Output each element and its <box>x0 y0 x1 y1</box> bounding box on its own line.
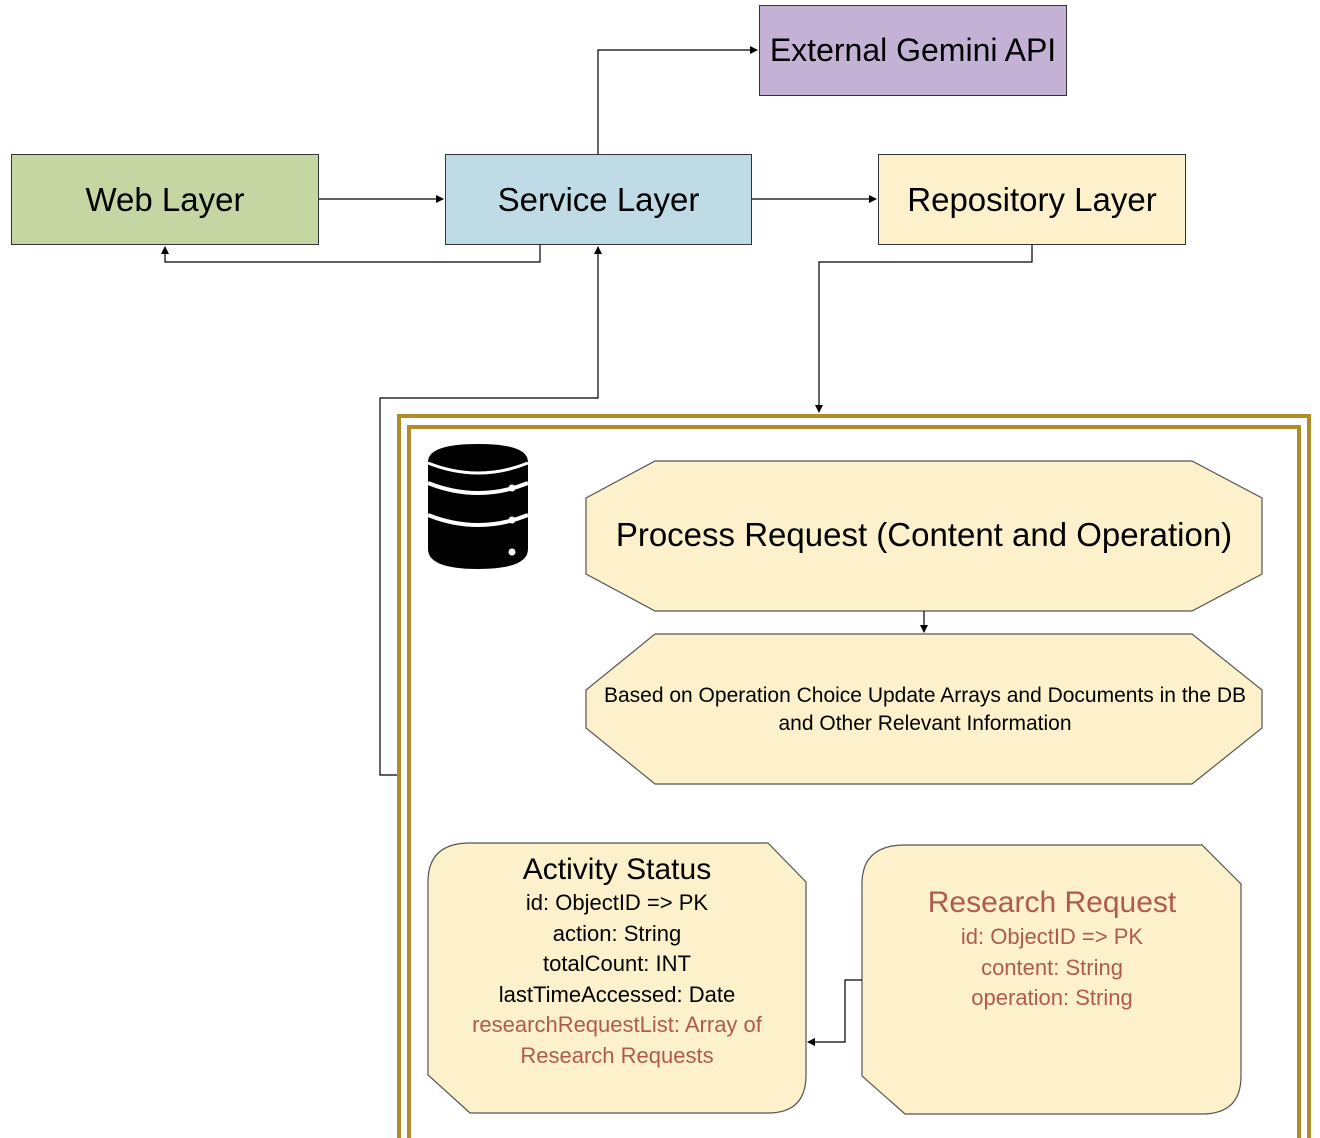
gemini-label: External Gemini API <box>769 32 1057 68</box>
repository-layer-node: Repository Layer <box>878 154 1186 245</box>
activity-field-lasttime: lastTimeAccessed: Date <box>498 981 736 1007</box>
repository-layer-label: Repository Layer <box>907 180 1157 218</box>
edge-db-to-service <box>379 246 602 776</box>
activity-status-shape <box>427 842 807 1114</box>
process-request-shape <box>585 460 1263 612</box>
activity-field-action: action: String <box>552 920 682 946</box>
web-layer-label: Web Layer <box>85 180 245 218</box>
edge-repository-to-db <box>815 245 1033 413</box>
update-db-label: Based on Operation Choice Update Arrays … <box>600 672 1250 748</box>
edge-research-to-activity <box>807 979 862 1046</box>
database-container-inner <box>407 425 1301 1138</box>
service-layer-node: Service Layer <box>445 154 752 245</box>
process-request-label: Process Request (Content and Operation) <box>615 516 1233 553</box>
research-field-content: content: String <box>981 954 1123 980</box>
external-gemini-api-node: External Gemini API <box>759 5 1067 96</box>
update-db-label-line1: Based on Operation Choice Update Arrays … <box>603 684 1247 707</box>
edge-service-to-web <box>161 245 541 263</box>
activity-relation-line2: Research Requests <box>520 1042 714 1068</box>
research-request-shape <box>861 844 1242 1115</box>
research-field-operation: operation: String <box>971 985 1133 1010</box>
activity-field-id: id: ObjectID => PK <box>525 890 709 915</box>
activity-status-title: Activity Status <box>522 853 712 886</box>
edge-service-to-gemini <box>597 46 758 154</box>
activity-relation-line1: researchRequestList: Array of <box>472 1012 762 1037</box>
research-request-entity: Research Request id: ObjectID => PK cont… <box>862 884 1242 1014</box>
activity-status-entity: Activity Status id: ObjectID => PK actio… <box>428 852 806 1112</box>
activity-field-totalcount: totalCount: INT <box>543 951 691 976</box>
update-db-label-line2: and Other Relevant Information <box>778 712 1072 735</box>
research-request-title: Research Request <box>927 886 1177 919</box>
service-layer-label: Service Layer <box>497 180 700 218</box>
database-icon <box>427 444 529 569</box>
research-field-id: id: ObjectID => PK <box>960 924 1144 949</box>
update-db-shape <box>585 633 1263 785</box>
web-layer-node: Web Layer <box>11 154 319 245</box>
